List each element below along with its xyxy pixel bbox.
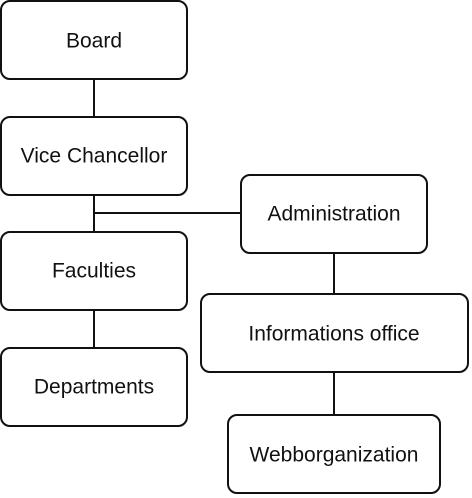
node-informations-office: Informations office [200,293,469,373]
node-informations-office-label: Informations office [248,323,419,346]
node-faculties-label: Faculties [52,260,136,283]
node-vice-chancellor: Vice Chancellor [0,116,188,196]
node-administration: Administration [240,174,428,254]
node-vice-chancellor-label: Vice Chancellor [21,145,168,168]
node-webborganization-label: Webborganization [250,444,419,467]
node-board: Board [0,0,188,80]
node-board-label: Board [66,30,122,53]
node-webborganization: Webborganization [227,414,441,494]
node-faculties: Faculties [0,231,188,311]
node-administration-label: Administration [267,203,400,226]
node-departments-label: Departments [34,376,154,399]
node-departments: Departments [0,347,188,427]
